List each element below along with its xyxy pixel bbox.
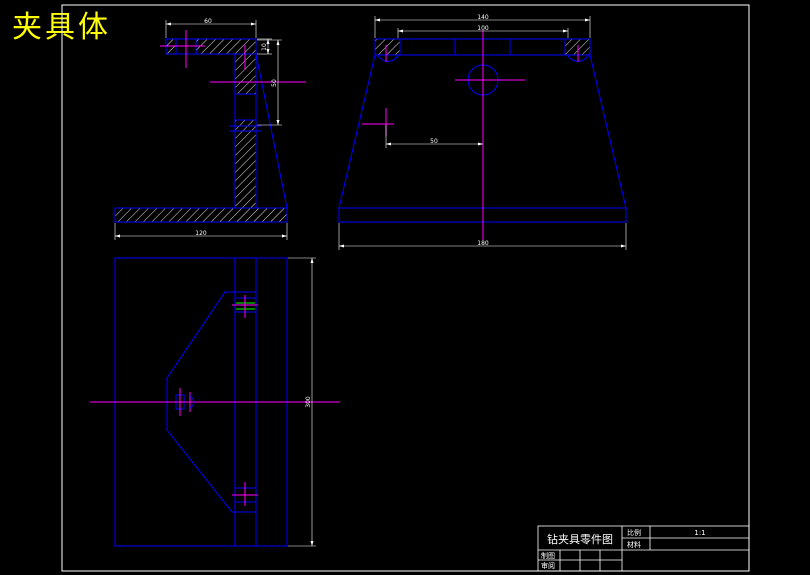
dim-plan-height: 300 [305,396,312,408]
side-view [114,38,288,223]
side-dimensions [114,20,288,240]
drawing-title: 夹具体 [12,10,111,45]
dim-front-top-inner: 100 [477,25,489,32]
title-block-drawing-name: 钻夹具零件图 [547,532,613,546]
title-block-drawn-by: 制图 [541,551,555,560]
plan-rib [166,291,256,513]
side-rib [255,53,288,209]
dim-top-width: 60 [204,18,212,25]
dim-side-height: 50 [271,79,278,87]
dim-top-thickness: 10 [261,43,268,51]
title-block-scale-label: 比例 [627,528,641,537]
title-block-reviewed-by: 审阅 [541,561,555,570]
side-web-mid [234,93,257,121]
drawing-frame [61,4,750,572]
title-block-material-label: 材料 [627,540,641,549]
plan-centerlines [90,295,340,506]
plan-dimensions [288,257,316,547]
dim-hole-offset: 50 [430,138,438,145]
title-block [537,525,750,572]
plan-bolt-head [189,395,195,409]
dim-front-base: 180 [477,240,489,247]
dim-front-top: 140 [477,14,489,21]
side-centerlines [160,30,306,83]
front-dimensions [338,16,627,250]
title-block-scale-value: 1:1 [694,529,705,537]
side-base-plate [114,207,288,223]
front-left-bolt [374,38,401,56]
dim-base-length: 120 [195,230,207,237]
side-web-bot [234,119,257,209]
